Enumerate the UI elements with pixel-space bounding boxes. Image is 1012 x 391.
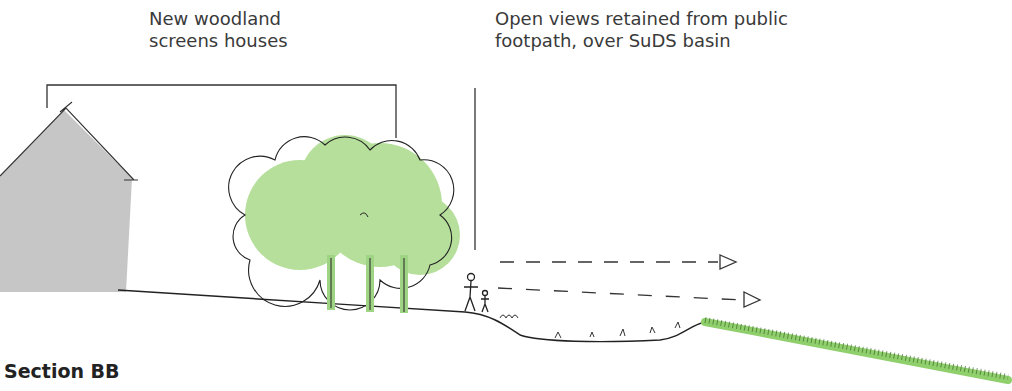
leader-line xyxy=(474,88,475,250)
grass-hatch xyxy=(705,320,1008,377)
annotation-label: Open views retained from public footpath… xyxy=(495,8,840,52)
people xyxy=(464,274,489,313)
grass xyxy=(705,322,1008,380)
scrub xyxy=(500,315,680,338)
view-arrows xyxy=(498,255,760,307)
house xyxy=(0,110,132,292)
bracket xyxy=(47,85,396,138)
section-title: Section BB xyxy=(4,360,120,382)
tree xyxy=(229,135,460,313)
annotation-label: New woodland screens houses xyxy=(149,8,327,52)
house-outline xyxy=(0,102,138,180)
ground-line xyxy=(118,290,1008,380)
